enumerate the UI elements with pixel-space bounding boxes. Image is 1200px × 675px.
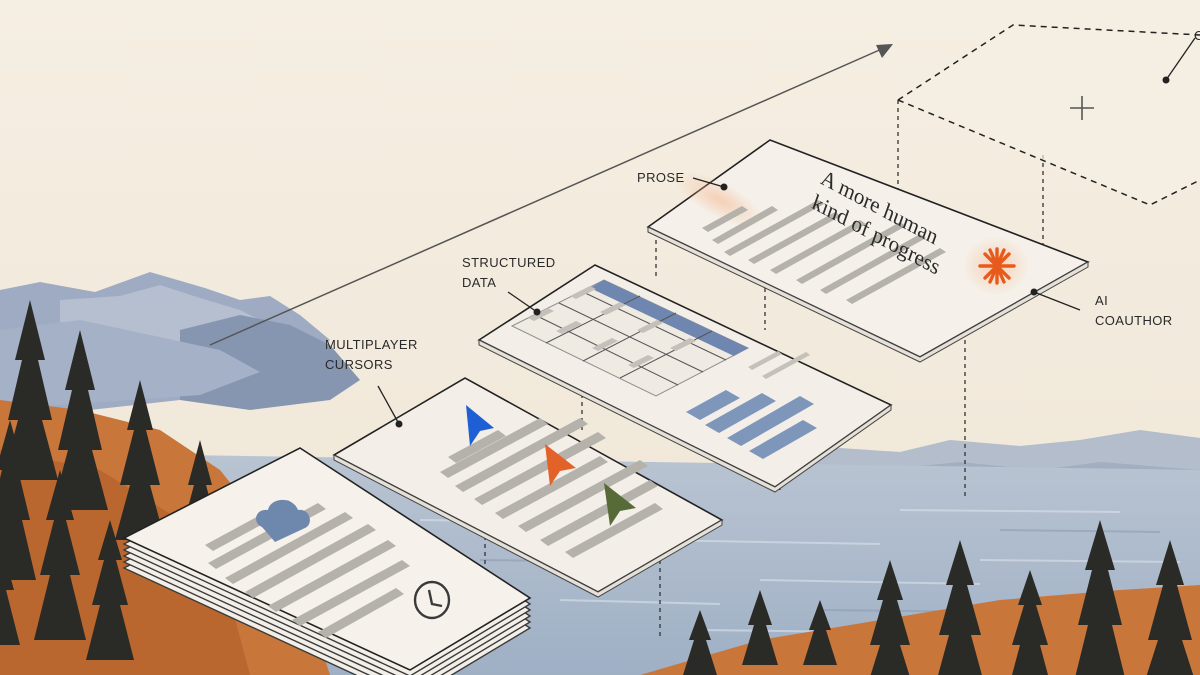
trees-right: [683, 520, 1194, 675]
cursor-arrow-icon: [604, 483, 636, 526]
label-structured-1: STRUCTURED: [462, 255, 556, 270]
svg-text:C: C: [1194, 28, 1200, 43]
cursor-arrow-icon: [545, 444, 576, 486]
multiplayer-cursors-layer: [332, 377, 724, 598]
base-layer-stack: [122, 447, 532, 675]
cloud-icon: [256, 499, 310, 542]
label-ai-2: COAUTHOR: [1095, 313, 1173, 328]
clock-icon: [413, 580, 451, 620]
structured-data-layer: [477, 264, 893, 493]
label-prose: PROSE: [637, 170, 685, 185]
data-table: [510, 279, 750, 397]
growth-arrow: [209, 44, 893, 346]
label-ai-1: AI: [1095, 293, 1108, 308]
prose-layer: A more human kind of progress: [646, 139, 1090, 363]
cursor-arrow-icon: [466, 405, 494, 446]
right-hillside: [640, 585, 1200, 675]
label-structured-2: DATA: [462, 275, 496, 290]
callout-labels: PROSE STRUCTURED DATA MULTIPLAYER CURSOR…: [325, 170, 1173, 372]
label-multiplayer-1: MULTIPLAYER: [325, 337, 418, 352]
label-multiplayer-2: CURSORS: [325, 357, 393, 372]
plus-icon: [1070, 96, 1094, 120]
future-layer: C: [897, 24, 1200, 206]
asterisk-icon: [978, 247, 1016, 285]
bar-chart-icon: [686, 390, 817, 459]
